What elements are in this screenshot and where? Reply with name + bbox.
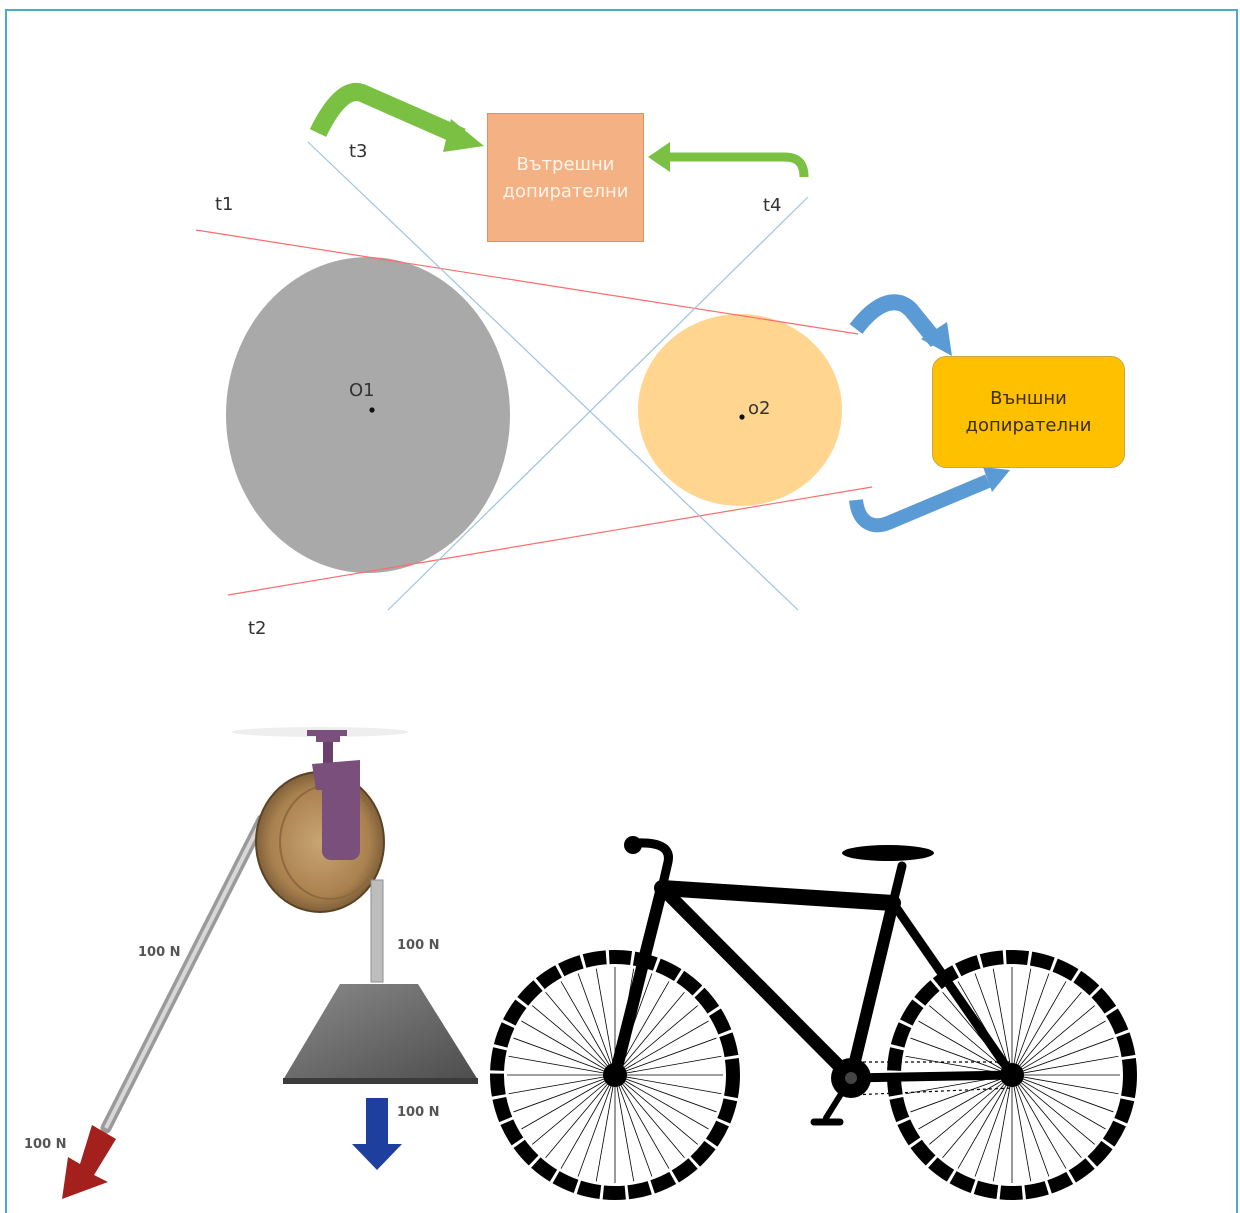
tangent-t2 <box>227 486 873 596</box>
label-t1: t1 <box>215 194 234 215</box>
internal-box-line2: допирателни <box>502 180 629 202</box>
tangent-t3 <box>307 141 799 611</box>
internal-tangents-box: Вътрешни допирателни <box>487 113 644 242</box>
label-t2: t2 <box>248 618 267 639</box>
blue-arrow-upper <box>849 294 952 356</box>
force-label-weight: 100 N <box>397 1105 440 1120</box>
pulley-illustration <box>62 727 478 1199</box>
green-arrow-t4 <box>648 142 809 178</box>
small-circle <box>638 314 842 506</box>
tangent-t1 <box>195 229 859 335</box>
figure-frame <box>5 9 1238 1213</box>
bicycle-silhouette <box>490 836 1137 1200</box>
force-label-rope-right: 100 N <box>397 938 440 953</box>
tangent-t4 <box>387 196 809 611</box>
force-label-pull: 100 N <box>24 1137 67 1152</box>
label-o1: O1 <box>349 380 375 401</box>
blue-arrow-lower <box>849 467 1010 533</box>
internal-box-line1: Вътрешни <box>516 153 615 175</box>
force-label-rope-left: 100 N <box>138 945 181 960</box>
label-o2: o2 <box>748 398 771 419</box>
external-box-line2: допирателни <box>965 415 1092 436</box>
center-o2-dot <box>739 414 745 420</box>
external-tangents-box: Външни допирателни <box>932 356 1125 468</box>
center-o1-dot <box>369 407 375 413</box>
external-box-line1: Външни <box>990 388 1067 409</box>
green-arrow-t3 <box>309 83 484 152</box>
label-t3: t3 <box>349 141 368 162</box>
label-t4: t4 <box>763 195 782 216</box>
big-circle <box>226 257 510 573</box>
